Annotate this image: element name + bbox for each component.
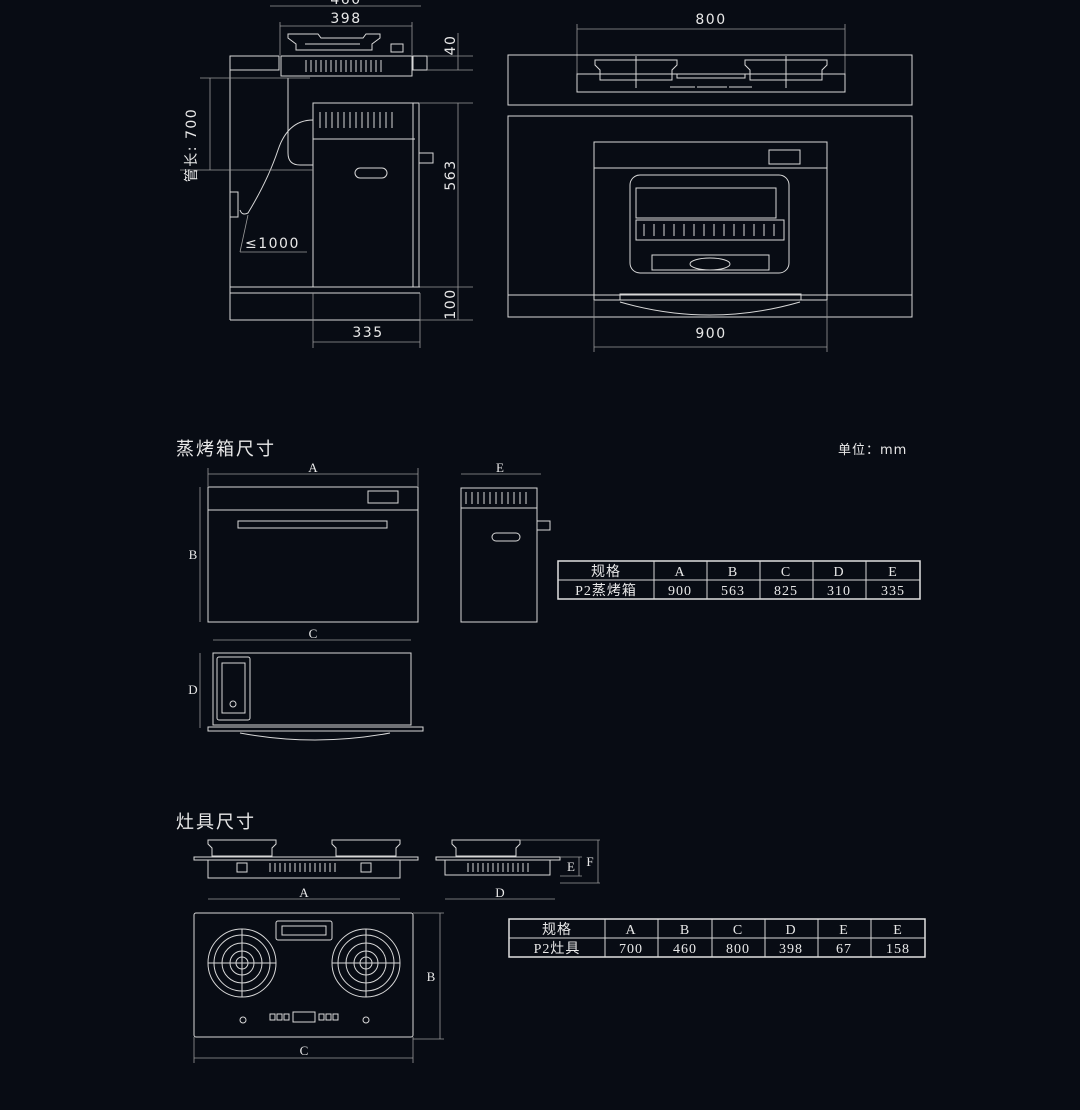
oven-label-c: C [309,626,318,641]
power-cable [239,119,314,215]
stove-label-f: F [586,854,593,869]
stove-spec-table: 规格 A B C D E E P2灶具 700 460 800 398 67 1… [508,918,926,958]
table-cell: P2蒸烤箱 [575,583,637,599]
cabinet [507,115,913,318]
dim-335: 335 [352,325,383,341]
stove-top-outline [193,912,414,1038]
countertop [507,54,913,106]
unit-label: 单位：mm [838,443,907,458]
oven-side-outline [460,487,551,623]
dim-398: 398 [330,11,361,27]
table-header: E [839,923,849,938]
table-cell: 67 [836,942,852,957]
stove-side-outline [435,839,561,876]
oven-label-b: B [189,547,198,562]
table-cell: 700 [619,942,643,957]
oven-spec-table: 规格 A B C D E P2蒸烤箱 900 563 825 310 335 [557,560,921,600]
dim-460: 460 [330,0,361,8]
dim-800: 800 [695,12,726,28]
table-cell: 460 [673,942,697,957]
dim-563: 563 [443,159,459,190]
oven-label-d: D [188,682,197,697]
stove-dimensions-section: 灶具尺寸 A D E F [176,812,926,1063]
burner-left [207,928,277,998]
stove-label-b: B [427,969,436,984]
table-header: A [625,923,636,938]
table-header: D [785,923,796,938]
table-cell: 800 [726,942,750,957]
table-header: A [674,565,685,580]
stove-front-outline [193,839,419,879]
installation-side-view: 460 398 [180,0,473,348]
table-header: E [888,565,898,580]
stove-front-silhouette [576,56,846,93]
dim-100: 100 [443,288,459,319]
table-cell: 158 [886,942,910,957]
stove-label-a: A [299,885,309,900]
table-header: 规格 [542,922,572,938]
knob-right [362,1016,370,1024]
table-header: B [728,565,738,580]
table-cell: 398 [779,942,803,957]
table-cell: P2灶具 [534,941,581,957]
oven-side-silhouette [312,102,434,288]
table-cell: 825 [774,584,798,599]
table-header: B [680,923,690,938]
stove-label-e: E [567,859,575,874]
cable-length-label: ≤1000 [245,236,300,252]
table-header: 规格 [591,564,621,580]
table-cell: 563 [721,584,745,599]
stove-label-c: C [300,1043,309,1058]
oven-label-a: A [308,460,318,475]
knob-left [239,1016,247,1024]
table-header: C [781,565,791,580]
stove-side-silhouette [280,33,413,77]
burner-right [331,928,401,998]
gas-pipe [287,78,313,166]
oven-section-title: 蒸烤箱尺寸 [176,439,276,460]
oven-front-silhouette [593,141,828,316]
oven-label-e: E [496,460,504,475]
table-header: E [893,923,903,938]
table-cell: 900 [668,584,692,599]
stove-label-d: D [495,885,504,900]
dim-900: 900 [695,326,726,342]
table-header: C [733,923,743,938]
oven-top-outline [207,652,424,741]
stove-section-title: 灶具尺寸 [176,812,256,833]
oven-dimensions-section: 蒸烤箱尺寸 单位：mm A B E C D [176,439,921,741]
table-cell: 310 [827,584,851,599]
table-header: D [833,565,844,580]
table-cell: 335 [881,584,905,599]
dim-40: 40 [443,35,459,56]
pipe-length-label: 管长: 700 [184,108,200,182]
oven-front-outline [207,486,419,623]
installation-front-view: 800 90 [507,12,913,352]
